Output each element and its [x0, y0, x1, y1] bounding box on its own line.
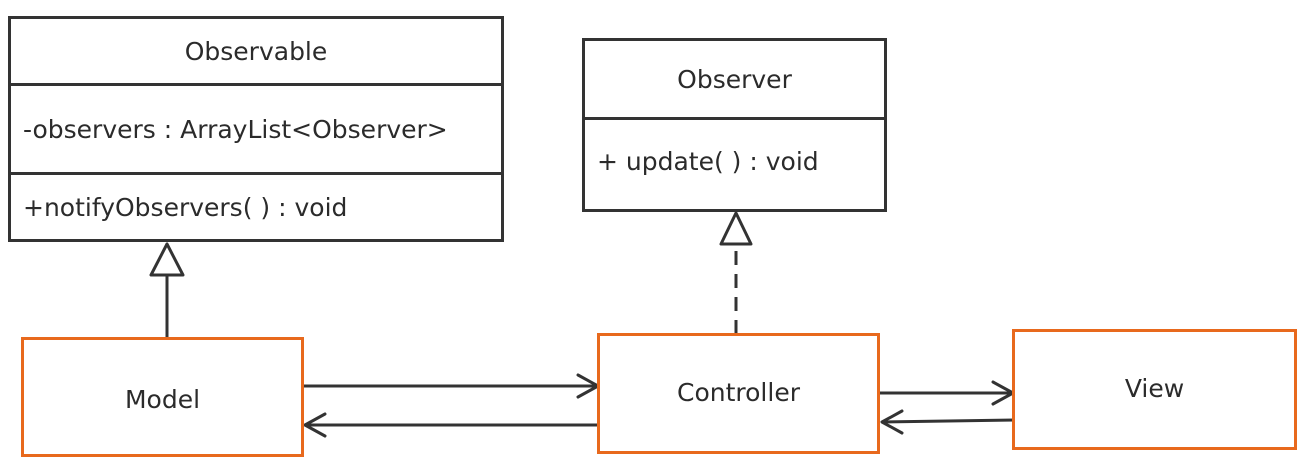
observable-method: +notifyObservers( ) : void — [23, 192, 348, 222]
view-box: View — [1012, 329, 1297, 450]
observable-attribute: -observers : ArrayList<Observer> — [11, 86, 501, 175]
observer-interface: Observer + update( ) : void — [582, 38, 887, 212]
view-to-controller-arrowhead — [880, 409, 904, 435]
model-box: Model — [21, 337, 304, 457]
realization-arrowhead — [719, 211, 753, 246]
observer-method: + update( ) : void — [597, 147, 819, 176]
observer-interface-name: Observer — [585, 41, 884, 120]
view-to-controller-arrow — [882, 418, 1016, 424]
observable-class: Observable -observers : ArrayList<Observ… — [8, 16, 504, 242]
controller-box: Controller — [597, 333, 880, 454]
generalization-arrowhead — [149, 242, 185, 277]
observable-class-name: Observable — [11, 19, 501, 86]
controller-to-model-arrowhead — [303, 412, 327, 438]
